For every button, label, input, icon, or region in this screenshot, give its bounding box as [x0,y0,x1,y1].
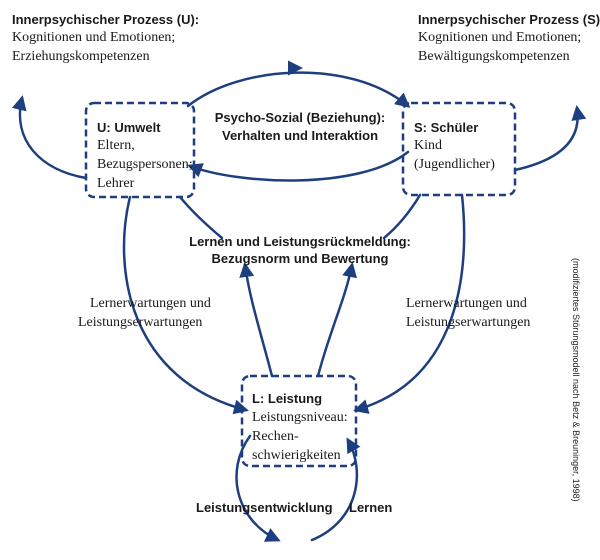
node-box-u [84,101,196,199]
line-u-to-feedback [178,195,224,240]
node-s-line2: (Jugendlicher) [414,157,495,172]
arrow-u-to-s [186,71,411,108]
inner-process-u-line2: Erziehungskompetenzen [12,49,150,64]
line-s-to-feedback [382,193,422,240]
inner-process-s-title: Innerpsychischer Prozess (S): [418,12,600,27]
expectations-right-line2: Leistungserwartungen [406,315,531,330]
psycho-social-line1: Psycho-Sozial (Beziehung): [214,110,386,125]
arrow-u-to-l [122,195,249,415]
node-box-s [401,101,517,197]
arrow-l-to-feedback-left [239,262,274,378]
node-u-line2: Bezugspersonen; [97,157,193,172]
arrow-s-to-u [187,150,410,182]
arrow-u-self-loop [11,95,88,180]
source-note: (modifiziertes Störungsmodell nach Betz … [571,258,581,502]
bottom-right-label: Lernen [349,500,393,515]
expectations-left-line1: Lernerwartungen und [90,296,211,311]
arrow-bottom-right-loop [310,437,361,542]
node-l-title: L: Leistung [252,391,323,406]
bottom-left-label: Leistungsentwicklung [196,500,333,515]
node-u-line1: Eltern, [97,138,135,153]
node-l-line1: Leistungsniveau: [252,410,348,425]
inner-process-s-line1: Kognitionen und Emotionen; [418,30,582,45]
inner-process-s-line2: Bewältigungskompetenzen [418,49,570,64]
node-l-line3: schwierigkeiten [252,448,341,463]
learning-feedback-line1: Lernen und Leistungsrückmeldung: [189,234,411,249]
learning-feedback-line2: Bezugsnorm und Bewertung [211,251,389,266]
expectations-right-line1: Lernerwartungen und [406,296,527,311]
arrow-l-to-feedback-right [316,262,357,378]
node-s-line1: Kind [414,138,442,153]
inner-process-u-line1: Kognitionen und Emotionen; [12,30,176,45]
node-u-line3: Lehrer [97,176,135,191]
node-s-title: S: Schüler [414,120,479,135]
expectations-left-line2: Leistungserwartungen [78,315,203,330]
inner-process-u-title: Innerpsychischer Prozess (U): [12,12,200,27]
node-box-l [240,374,358,468]
arrow-s-self-loop [513,105,587,172]
arrow-s-to-l [353,193,466,414]
node-l-line2: Rechen- [252,429,299,444]
node-u-title: U: Umwelt [97,120,161,135]
psycho-social-line2: Verhalten und Interaktion [221,128,379,143]
arrow-bottom-left-loop [235,434,281,542]
